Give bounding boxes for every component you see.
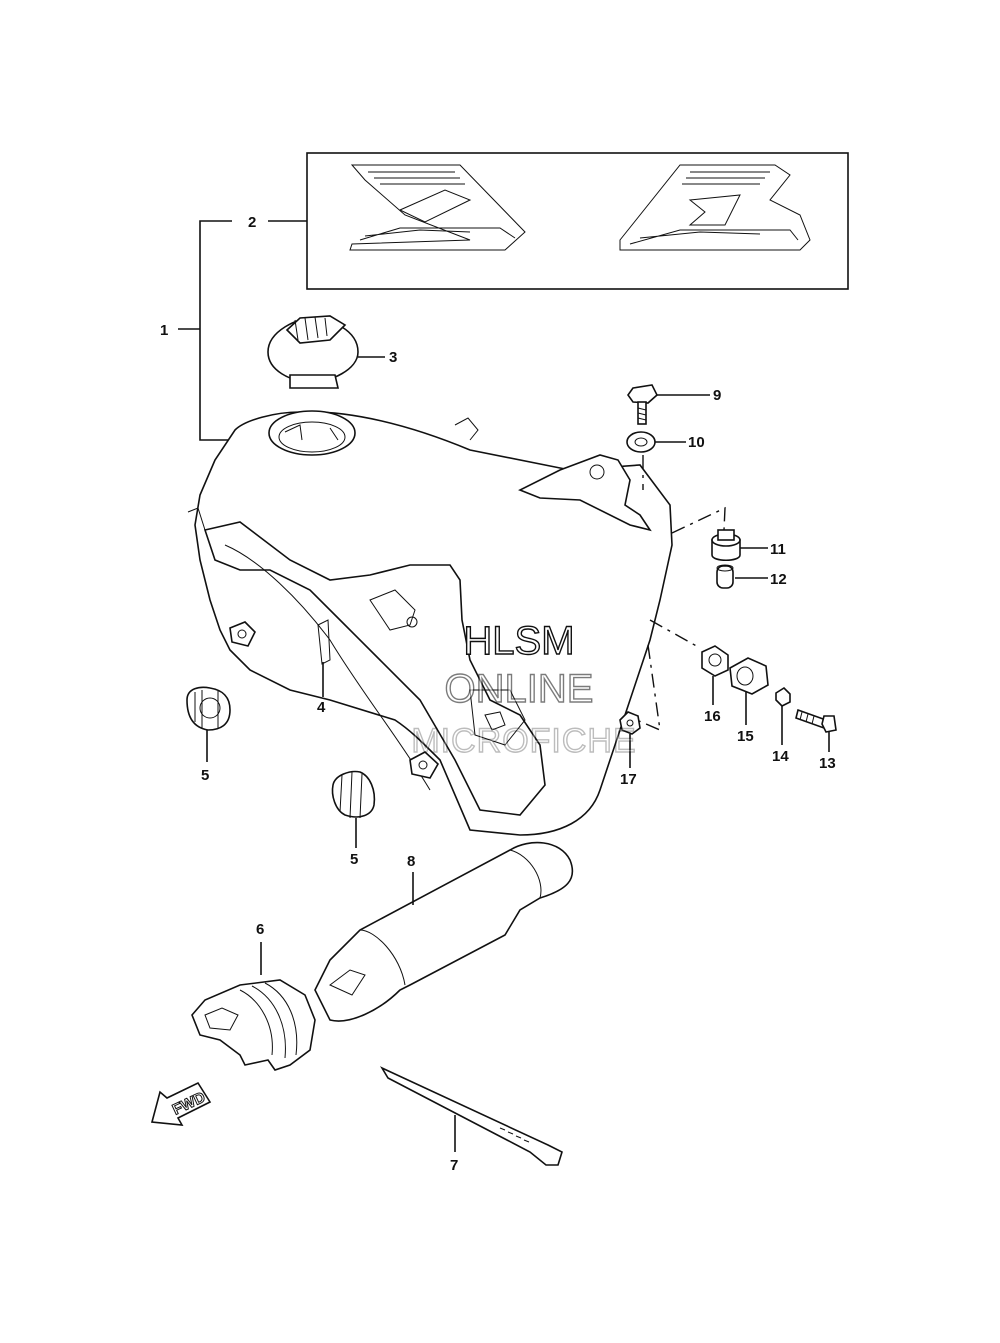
label-part-2[interactable]: 2 bbox=[248, 214, 256, 231]
leader-1-2 bbox=[178, 220, 307, 441]
fwd-arrow: FWD bbox=[150, 1081, 212, 1126]
label-part-16[interactable]: 16 bbox=[704, 708, 721, 725]
watermark-line-3: MICROFICHE bbox=[411, 722, 636, 760]
axis-11-12 bbox=[671, 506, 726, 534]
washer-10 bbox=[626, 431, 686, 453]
watermark-line-1: HLSM bbox=[463, 619, 574, 663]
cable-tie-7 bbox=[379, 1066, 563, 1166]
label-part-3[interactable]: 3 bbox=[389, 349, 397, 366]
nut-17 bbox=[619, 711, 641, 768]
label-part-6[interactable]: 6 bbox=[256, 921, 264, 938]
label-part-1[interactable]: 1 bbox=[160, 322, 168, 339]
bolt-13 bbox=[795, 708, 837, 752]
label-part-12[interactable]: 12 bbox=[770, 571, 787, 588]
label-part-14[interactable]: 14 bbox=[772, 748, 789, 765]
label-part-15[interactable]: 15 bbox=[737, 728, 754, 745]
cushion-5b bbox=[331, 770, 376, 848]
fuel-tank bbox=[187, 410, 673, 836]
label-part-9[interactable]: 9 bbox=[713, 387, 721, 404]
bolt-9 bbox=[627, 384, 710, 425]
label-part-17[interactable]: 17 bbox=[620, 771, 637, 788]
cushion-16 bbox=[701, 645, 729, 705]
label-part-5a[interactable]: 5 bbox=[201, 767, 209, 784]
washer-14 bbox=[775, 686, 791, 745]
fuel-cap bbox=[267, 315, 385, 389]
decal-set bbox=[306, 152, 849, 290]
label-part-7[interactable]: 7 bbox=[450, 1157, 458, 1174]
cushion-11 bbox=[711, 529, 768, 562]
label-part-13[interactable]: 13 bbox=[819, 755, 836, 772]
tube-8 bbox=[314, 841, 574, 1022]
label-part-5b[interactable]: 5 bbox=[350, 851, 358, 868]
collar-12 bbox=[716, 564, 768, 589]
label-part-11[interactable]: 11 bbox=[770, 541, 786, 558]
grommet-6 bbox=[191, 942, 316, 1071]
label-part-4[interactable]: 4 bbox=[317, 699, 326, 716]
cushion-15 bbox=[729, 657, 769, 725]
leader-4 bbox=[317, 619, 331, 697]
part-labels: 1 2 3 4 5 5 6 7 8 9 10 11 12 13 14 15 16… bbox=[160, 214, 836, 1174]
axis-front-mount bbox=[649, 619, 701, 649]
label-part-10[interactable]: 10 bbox=[688, 434, 705, 451]
watermark: HLSM ONLINE MICROFICHE bbox=[411, 618, 637, 760]
watermark-line-2: ONLINE bbox=[445, 667, 594, 711]
cushion-5a bbox=[186, 686, 231, 762]
label-part-8[interactable]: 8 bbox=[407, 853, 415, 870]
